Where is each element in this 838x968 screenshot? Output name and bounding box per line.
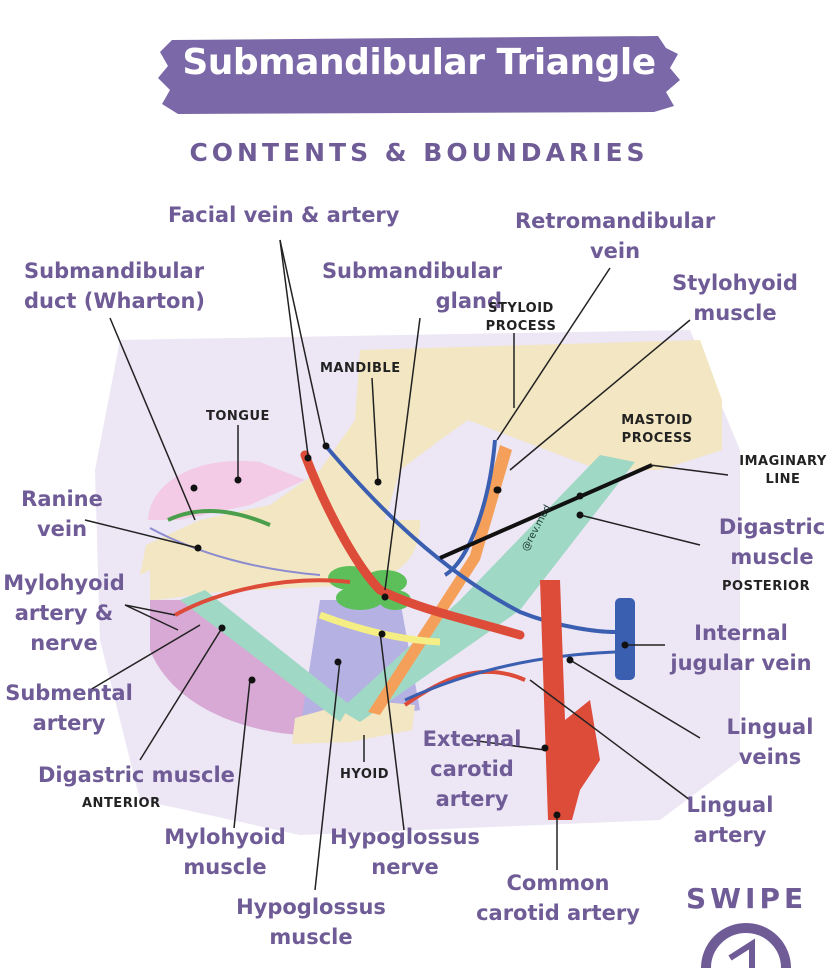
internal-jugular-vein-vessel bbox=[615, 598, 635, 680]
label-facial-vein-artery: Facial vein & artery bbox=[168, 203, 400, 227]
ranine-vein-vessel bbox=[149, 527, 321, 576]
label-anterior: ANTERIOR bbox=[82, 796, 161, 811]
label-mylohyoid-muscle: Mylohyoid muscle bbox=[164, 825, 286, 879]
page-subtitle: CONTENTS & BOUNDARIES bbox=[189, 138, 649, 167]
leader-lines bbox=[84, 239, 729, 891]
hyoid-bone bbox=[292, 700, 415, 744]
label-stylohyoid-muscle: Stylohyoid muscle bbox=[672, 271, 798, 325]
label-retromandibular-vein: Retromandibular vein bbox=[515, 209, 716, 263]
label-mastoid-process: MASTOID PROCESS bbox=[621, 413, 693, 446]
label-hypoglossus-muscle: Hypoglossus muscle bbox=[236, 895, 386, 949]
label-lingual-veins: Lingual veins bbox=[726, 715, 814, 769]
label-mandible: MANDIBLE bbox=[320, 361, 401, 376]
label-imaginary-line: IMAGINARY LINE bbox=[739, 454, 827, 487]
digastric-anterior-belly bbox=[180, 590, 350, 722]
facial-artery bbox=[300, 450, 525, 640]
label-hypoglossus-nerve: Hypoglossus nerve bbox=[330, 825, 480, 879]
mylohyoid-region bbox=[150, 600, 330, 735]
label-submandibular-gland: Submandibular gland bbox=[321, 259, 502, 313]
imaginary-line bbox=[439, 463, 653, 560]
label-submandibular-duct: Submandibular duct (Wharton) bbox=[24, 259, 206, 313]
tongue bbox=[148, 460, 305, 520]
label-internal-jugular-vein: Internal jugular vein bbox=[670, 621, 812, 675]
label-digastric-posterior: Digastric muscle bbox=[718, 515, 826, 569]
retromandibular-vein bbox=[443, 439, 497, 577]
wharton-duct-vessel bbox=[167, 509, 271, 527]
title-banner-shape bbox=[158, 36, 680, 114]
label-lingual-artery: Lingual artery bbox=[686, 793, 774, 847]
label-mylohyoid-artery-nerve: Mylohyoid artery & nerve bbox=[3, 571, 125, 655]
label-posterior: POSTERIOR bbox=[722, 579, 811, 594]
stylohyoid-muscle bbox=[368, 445, 512, 715]
label-hyoid: HYOID bbox=[340, 767, 390, 782]
label-common-carotid-artery: Common carotid artery bbox=[476, 871, 640, 925]
page-title: Submandibular Triangle bbox=[182, 42, 656, 83]
label-ranine-vein: Ranine vein bbox=[21, 487, 103, 541]
swipe-label[interactable]: SWIPE bbox=[686, 882, 808, 915]
lingual-veins-vessel bbox=[404, 650, 616, 702]
common-carotid-artery-vessel bbox=[540, 580, 600, 820]
marker-dots bbox=[190, 442, 629, 819]
label-digastric-anterior: Digastric muscle bbox=[38, 763, 235, 787]
swipe-arrow-icon[interactable] bbox=[701, 923, 791, 968]
title-banner bbox=[158, 36, 680, 114]
label-tongue: TONGUE bbox=[206, 409, 270, 424]
lingual-artery-vessel bbox=[403, 669, 526, 707]
submental-artery bbox=[174, 578, 351, 617]
facial-vein bbox=[323, 443, 616, 634]
mandible-bone bbox=[140, 340, 722, 575]
label-external-carotid-artery: External carotid artery bbox=[422, 727, 522, 811]
label-styloid-process: STYLOID PROCESS bbox=[485, 301, 557, 334]
label-submental-artery: Submental artery bbox=[5, 681, 133, 735]
